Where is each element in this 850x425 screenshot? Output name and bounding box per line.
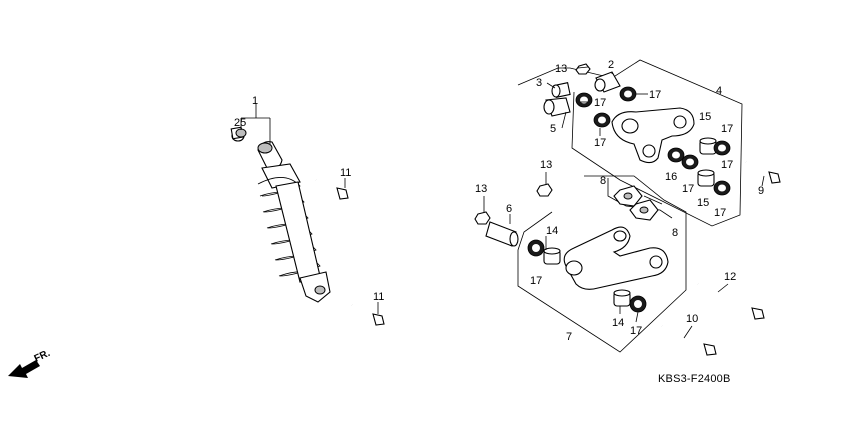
leader-1	[240, 104, 271, 144]
diagram-code: KBS3-F2400B	[658, 373, 731, 385]
bearing-17-c	[593, 112, 611, 128]
bolt-11-upper	[315, 179, 349, 200]
link-7	[563, 226, 669, 290]
frame-4	[517, 59, 743, 227]
callout-17-i: 17	[630, 325, 642, 337]
collar-15-a	[699, 137, 717, 155]
callout-15-b: 15	[697, 197, 709, 209]
callout-labels: 1 25 11 11 13 2 3 17 17 5 17 4 15 17 16 …	[234, 59, 764, 343]
callout-10: 10	[686, 313, 698, 325]
callout-15-a: 15	[699, 111, 711, 123]
nut-13-top	[575, 63, 591, 75]
callout-25: 25	[234, 117, 246, 129]
callout-13-b: 13	[540, 159, 552, 171]
callout-4: 4	[716, 85, 722, 97]
callout-17-f: 17	[721, 159, 733, 171]
bearing-17-e	[681, 154, 699, 170]
callout-11-lower: 11	[373, 291, 384, 303]
bearing-17-f	[713, 180, 731, 196]
callout-5: 5	[550, 123, 556, 135]
collar-6	[485, 221, 519, 247]
washer-8-b	[629, 199, 659, 221]
bearing-17-a	[619, 86, 637, 102]
callout-17-a: 17	[649, 89, 661, 101]
callout-3: 3	[536, 77, 542, 89]
nut-13-b	[536, 183, 553, 197]
front-direction-arrow: FR.	[8, 348, 52, 378]
callout-2: 2	[608, 59, 614, 71]
collar-14-b	[613, 289, 631, 307]
bearing-17-b	[575, 92, 593, 108]
callout-8-b: 8	[672, 227, 678, 239]
collar-3	[551, 82, 571, 98]
callout-7: 7	[566, 331, 572, 343]
bearing-17-h	[629, 295, 647, 313]
bolt-10	[661, 325, 717, 356]
callout-16: 16	[665, 171, 677, 183]
callout-11-upper: 11	[340, 167, 351, 179]
callout-17-g: 17	[714, 207, 726, 219]
frame-7	[517, 175, 687, 353]
link-4	[611, 107, 695, 164]
callout-8-a: 8	[600, 175, 606, 187]
collar-15-b	[697, 169, 715, 187]
callout-17-h: 17	[530, 275, 542, 287]
bolt-9	[745, 161, 781, 184]
collar-5	[543, 97, 571, 117]
bearing-17-g	[527, 239, 545, 257]
callout-6: 6	[506, 203, 512, 215]
bolt-12	[697, 283, 765, 320]
bearing-17-d	[713, 140, 731, 156]
callout-17-c: 17	[594, 137, 606, 149]
shock-absorber	[230, 126, 331, 303]
callout-17-e: 17	[682, 183, 694, 195]
callout-14-b: 14	[612, 317, 624, 329]
nut-13-c	[474, 211, 491, 225]
callout-1: 1	[252, 95, 258, 107]
callout-14-a: 14	[546, 225, 558, 237]
callout-17-b: 17	[594, 97, 606, 109]
callout-13-top: 13	[555, 63, 567, 75]
bushing-25	[230, 126, 247, 142]
frame-8	[607, 178, 673, 219]
front-label: FR.	[33, 348, 52, 365]
callout-13-c: 13	[475, 183, 487, 195]
callout-12: 12	[724, 271, 736, 283]
callout-9: 9	[758, 185, 764, 197]
collar-2	[594, 71, 621, 93]
collar-16	[667, 147, 685, 163]
bolt-11-lower	[351, 304, 385, 326]
callout-17-d: 17	[721, 123, 733, 135]
collar-14-a	[543, 247, 561, 265]
